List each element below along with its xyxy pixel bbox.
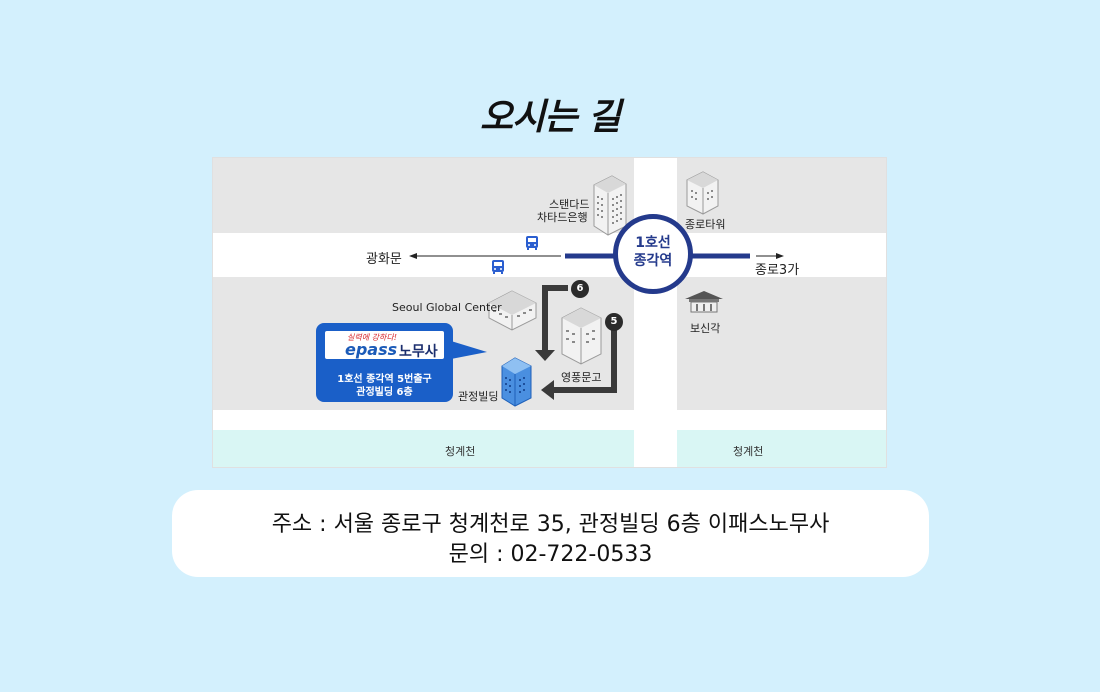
building-label-standard-chartered-1: 스탠다드: [549, 198, 590, 211]
lower-road: [213, 410, 886, 430]
building-seoul-global-center-icon: [488, 290, 537, 331]
bus-icon: [492, 260, 504, 274]
callout-directions-line1: 1호선 종각역 5번출구: [337, 374, 432, 385]
jonggak-station-marker: 1호선 종각역: [613, 214, 693, 294]
station-name-label: 종각역: [633, 253, 673, 269]
station-line-label: 1호선: [635, 235, 671, 251]
main-road: [213, 233, 886, 277]
building-standard-chartered-icon: [593, 175, 627, 236]
building-label-youngpoong: 영풍문고: [561, 371, 602, 384]
building-label-gwanjeong: 관정빌딩: [458, 390, 499, 403]
river-label-left: 청계천: [445, 445, 476, 458]
river-left: [213, 430, 634, 467]
address-panel: 주소 : 서울 종로구 청계천로 35, 관정빌딩 6층 이패스노무사 문의 :…: [172, 490, 929, 577]
location-map: 청계천 청계천: [212, 157, 887, 468]
river-right: [677, 430, 886, 467]
page-title: 오시는 길: [479, 97, 621, 138]
building-gwanjeong-icon: [501, 357, 532, 407]
logo-text-kr: 노무사: [399, 344, 438, 360]
logo-text: epass: [345, 340, 398, 359]
river-label-right: 청계천: [733, 445, 764, 458]
address-text: 주소 : 서울 종로구 청계천로 35, 관정빌딩 6층 이패스노무사: [271, 512, 830, 537]
building-jongno-tower-icon: [686, 171, 719, 215]
exit-5-badge: 5: [605, 313, 623, 331]
office-callout: 실력에 강하다! epass 노무사 1호선 종각역 5번출구 관정빌딩 6층: [316, 323, 453, 402]
bus-icon: [526, 236, 538, 250]
phone-text: 문의 : 02-722-0533: [448, 542, 653, 567]
building-youngpoong-icon: [561, 307, 602, 365]
callout-directions-line2: 관정빌딩 6층: [356, 387, 413, 398]
building-label-standard-chartered-2: 차타드은행: [537, 211, 588, 224]
road-label-gwanghwamun: 광화문: [366, 252, 402, 267]
exit-6-badge: 6: [571, 280, 589, 298]
building-label-bosingak: 보신각: [690, 322, 721, 335]
building-label-seoul-global-center: Seoul Global Center: [392, 301, 502, 314]
bosingak-pavilion-icon: [685, 291, 723, 313]
logo-tagline: 실력에 강하다!: [347, 333, 397, 342]
epass-logo: 실력에 강하다! epass 노무사: [325, 331, 444, 360]
building-label-jongno-tower: 종로타워: [685, 218, 726, 231]
road-label-jongno3ga: 종로3가: [755, 263, 800, 278]
